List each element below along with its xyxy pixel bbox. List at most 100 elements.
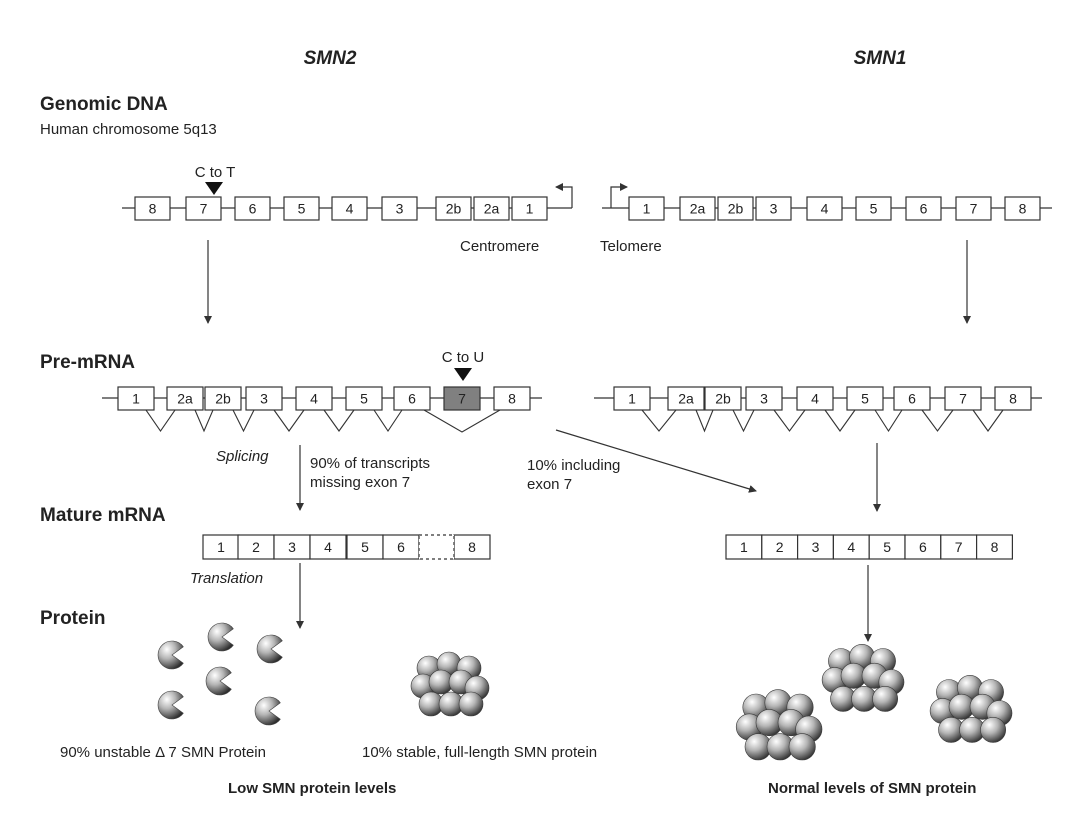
exon-box: 1 bbox=[628, 196, 665, 221]
normal-protein-cluster bbox=[735, 689, 823, 761]
exon-box: 2a bbox=[166, 386, 204, 411]
exon-label: 1 bbox=[628, 391, 636, 407]
exon-label: 3 bbox=[770, 201, 778, 217]
exon-box: 6 bbox=[234, 196, 271, 221]
exon-label: 6 bbox=[249, 201, 257, 217]
exon-label: 3 bbox=[260, 391, 268, 407]
splice-junction bbox=[373, 409, 403, 432]
exon-box: 2b bbox=[204, 386, 242, 411]
stable-protein-cluster bbox=[410, 651, 490, 717]
exon-label: 8 bbox=[149, 201, 157, 217]
c-to-t-label: C to T bbox=[195, 164, 236, 181]
splice-junction bbox=[773, 409, 806, 432]
exon-label: 1 bbox=[217, 539, 225, 555]
exon-label: 5 bbox=[861, 391, 869, 407]
exon-box: 4 bbox=[796, 386, 834, 411]
exon-box: 3 bbox=[796, 534, 834, 560]
exon-box: 8 bbox=[453, 534, 491, 560]
exon-box: 1 bbox=[511, 196, 548, 221]
exon-box: 6 bbox=[904, 534, 942, 560]
exon-box: 2 bbox=[761, 534, 799, 560]
normal-protein-cluster bbox=[929, 675, 1013, 743]
protein-monomer bbox=[157, 640, 184, 670]
exon-label: 6 bbox=[397, 539, 405, 555]
exon-box: 7 bbox=[955, 196, 992, 221]
exon-box: 6 bbox=[893, 386, 931, 411]
smn2-title: SMN2 bbox=[304, 48, 357, 69]
protein-monomer bbox=[205, 666, 232, 696]
exon-label: 7 bbox=[200, 201, 208, 217]
normal-levels-caption: Normal levels of SMN protein bbox=[768, 780, 976, 797]
exon-box: 3 bbox=[381, 196, 418, 221]
exon-box: 6 bbox=[393, 386, 431, 411]
exon-box: 6 bbox=[382, 534, 420, 560]
exon-box: 6 bbox=[905, 196, 942, 221]
splice-junction bbox=[874, 409, 903, 433]
exon-label: 6 bbox=[920, 201, 928, 217]
exon-box: 8 bbox=[975, 534, 1013, 560]
splice-junction bbox=[194, 409, 214, 433]
chromosome-label: Human chromosome 5q13 bbox=[40, 121, 217, 138]
exon-label: 2b bbox=[715, 391, 731, 407]
exon-box: 4 bbox=[832, 534, 870, 560]
exon-label: 1 bbox=[740, 539, 748, 555]
exon-label: 5 bbox=[360, 391, 368, 407]
exon-label: 2b bbox=[728, 201, 744, 217]
arrow-exon7-inclusion bbox=[555, 429, 757, 493]
exon-label: 4 bbox=[310, 391, 318, 407]
exon-label: 2a bbox=[484, 201, 500, 217]
protein-heading: Protein bbox=[40, 608, 105, 629]
exon-label: 6 bbox=[408, 391, 416, 407]
exon-box: 5 bbox=[283, 196, 320, 221]
exon-box: 5 bbox=[345, 386, 383, 411]
exon-box: 1 bbox=[202, 534, 240, 560]
low-levels-caption: Low SMN protein levels bbox=[228, 780, 396, 797]
protein-subunit bbox=[872, 686, 899, 712]
exon-box: 7 bbox=[944, 386, 982, 411]
missing-exon7-line1: 90% of transcripts bbox=[310, 455, 430, 472]
splice-junction bbox=[921, 409, 954, 432]
exon-label: 2 bbox=[776, 539, 784, 555]
exon-box: 1 bbox=[725, 534, 763, 560]
exon-label: 3 bbox=[396, 201, 404, 217]
exon-label: 1 bbox=[643, 201, 651, 217]
protein-monomer bbox=[157, 690, 184, 720]
protein-subunit bbox=[980, 717, 1007, 743]
splice-junction bbox=[232, 409, 255, 433]
missing-exon7-line2: missing exon 7 bbox=[310, 474, 410, 491]
exon-box: 2a bbox=[679, 196, 716, 221]
splice-junction bbox=[273, 409, 305, 432]
exon-label: 4 bbox=[324, 539, 332, 555]
mature-mrna-heading: Mature mRNA bbox=[40, 505, 166, 526]
c-to-u-label: C to U bbox=[442, 349, 485, 366]
exon-label: 3 bbox=[812, 539, 820, 555]
stable-protein-caption: 10% stable, full-length SMN protein bbox=[362, 744, 597, 761]
smn1-title: SMN1 bbox=[854, 48, 907, 69]
exon-label: 2b bbox=[215, 391, 231, 407]
exon-box: 1 bbox=[117, 386, 155, 411]
unstable-protein-caption: 90% unstable Δ 7 SMN Protein bbox=[60, 744, 266, 761]
splice-junction bbox=[824, 409, 856, 432]
protein-subunit bbox=[788, 733, 816, 761]
exon-label: 5 bbox=[361, 539, 369, 555]
splice-junction bbox=[145, 409, 176, 432]
exon-box: 1 bbox=[613, 386, 651, 411]
exon-label: 8 bbox=[1019, 201, 1027, 217]
exon-box: 4 bbox=[309, 534, 347, 560]
splice-junction bbox=[323, 409, 355, 432]
telomere-label: Telomere bbox=[600, 238, 662, 255]
protein-monomer bbox=[207, 622, 234, 652]
exon-box: 5 bbox=[846, 386, 884, 411]
exon-box: 8 bbox=[1004, 196, 1041, 221]
exon-label: 2b bbox=[446, 201, 462, 217]
exon-label: 4 bbox=[811, 391, 819, 407]
translation-label: Translation bbox=[190, 570, 263, 587]
protein-monomer bbox=[256, 634, 283, 664]
exon-box: 8 bbox=[493, 386, 531, 411]
exon-label: 2a bbox=[177, 391, 193, 407]
